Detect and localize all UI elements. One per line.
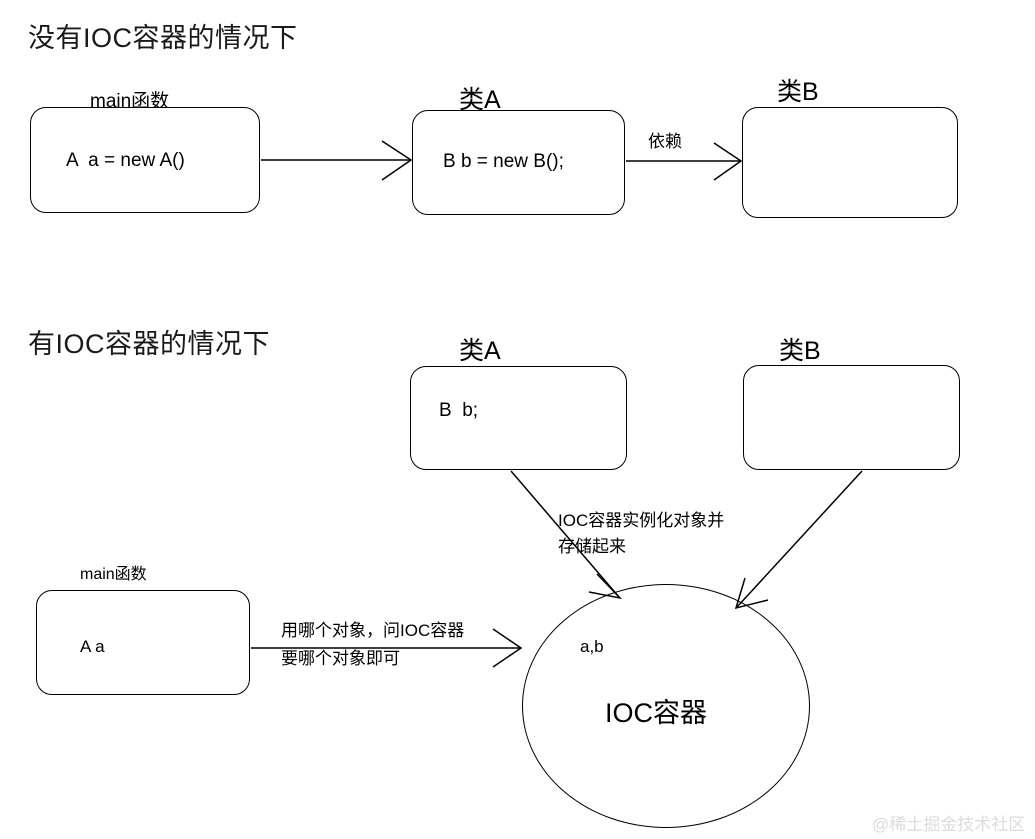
box-main-function-2[interactable] [36, 590, 250, 695]
ioc-container-circle[interactable] [522, 584, 810, 828]
ioc-container-title: IOC容器 [605, 698, 708, 728]
box-text-main-function-2: A a [80, 637, 105, 656]
box-text-class-a-1: B b = new B(); [443, 151, 564, 172]
box-label-class-a-1: 类A [459, 86, 501, 114]
box-label-class-b-2: 类B [779, 337, 821, 365]
arrow-main-to-class-a-1 [261, 140, 413, 181]
arrow-class-a-to-class-b-1 [626, 142, 743, 181]
box-text-main-function-1: A a = new A() [66, 150, 185, 171]
box-class-b-1[interactable] [742, 107, 958, 218]
box-main-function-1[interactable] [30, 107, 260, 213]
box-class-b-2[interactable] [743, 365, 960, 470]
box-label-main-function-1: main函数 [90, 91, 170, 112]
edge-label-ioc-instantiate-line1: IOC容器实例化对象并 [558, 511, 725, 530]
section-title-without-ioc: 没有IOC容器的情况下 [28, 23, 298, 53]
box-class-a-1[interactable] [412, 110, 625, 215]
box-label-class-a-2: 类A [459, 337, 501, 365]
box-text-class-a-2: B b; [439, 400, 479, 421]
edge-label-ioc-instantiate-line2: 存储起来 [558, 537, 626, 556]
box-class-a-2[interactable] [410, 366, 627, 470]
watermark: @稀土掘金技术社区 [872, 815, 1026, 834]
section-title-with-ioc: 有IOC容器的情况下 [28, 329, 271, 359]
edge-label-ask-ioc-line2: 要哪个对象即可 [281, 649, 400, 668]
edge-label-dependency: 依赖 [648, 132, 682, 151]
box-label-class-b-1: 类B [777, 78, 819, 106]
ioc-container-items: a,b [580, 637, 604, 656]
box-label-main-function-2: main函数 [80, 566, 147, 583]
edge-label-ask-ioc-line1: 用哪个对象，问IOC容器 [281, 621, 465, 640]
arrow-class-b-to-ioc [734, 470, 863, 610]
